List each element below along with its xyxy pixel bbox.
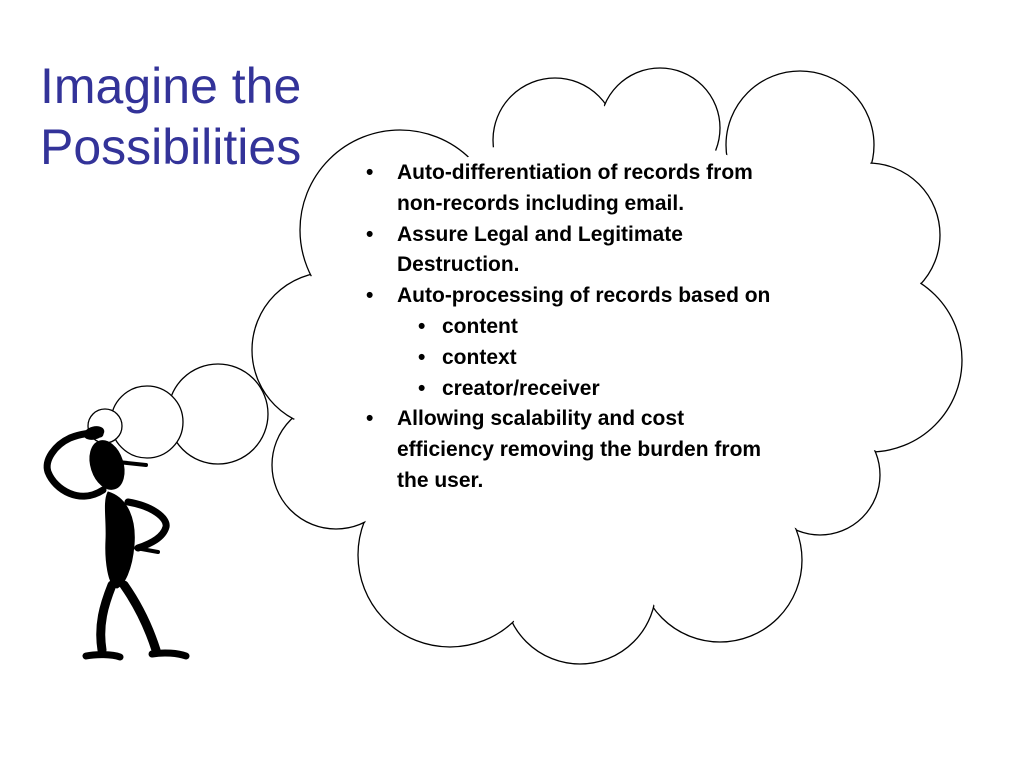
thinking-stick-figure — [43, 426, 190, 661]
slide-title-line-1: Imagine the — [40, 58, 302, 114]
sub-bullet-list: content context creator/receiver — [397, 312, 776, 404]
slide-title: Imagine the Possibilities — [40, 56, 350, 178]
sub-bullet-text: context — [442, 345, 517, 369]
bullet-list: Auto-differentiation of records from non… — [366, 158, 776, 497]
bullet-text: Assure Legal and Legitimate Destruction. — [397, 222, 683, 277]
bullet-item: Assure Legal and Legitimate Destruction. — [366, 220, 776, 282]
bullet-text: Auto-processing of records based on — [397, 284, 771, 308]
bullet-item: Auto-differentiation of records from non… — [366, 158, 776, 220]
sub-bullet-item: context — [397, 343, 776, 374]
sub-bullet-text: content — [442, 314, 518, 338]
thought-bubbles — [87, 363, 269, 465]
sub-bullet-item: content — [397, 312, 776, 343]
bullet-item: Auto-processing of records based on cont… — [366, 281, 776, 404]
slide-title-line-2: Possibilities — [40, 119, 302, 175]
sub-bullet-text: creator/receiver — [442, 376, 600, 400]
sub-bullet-item: creator/receiver — [397, 374, 776, 405]
bullet-text: Auto-differentiation of records from non… — [397, 161, 753, 215]
bullet-item: Allowing scalability and cost efficiency… — [366, 404, 776, 496]
bullet-text: Allowing scalability and cost efficiency… — [397, 407, 762, 492]
